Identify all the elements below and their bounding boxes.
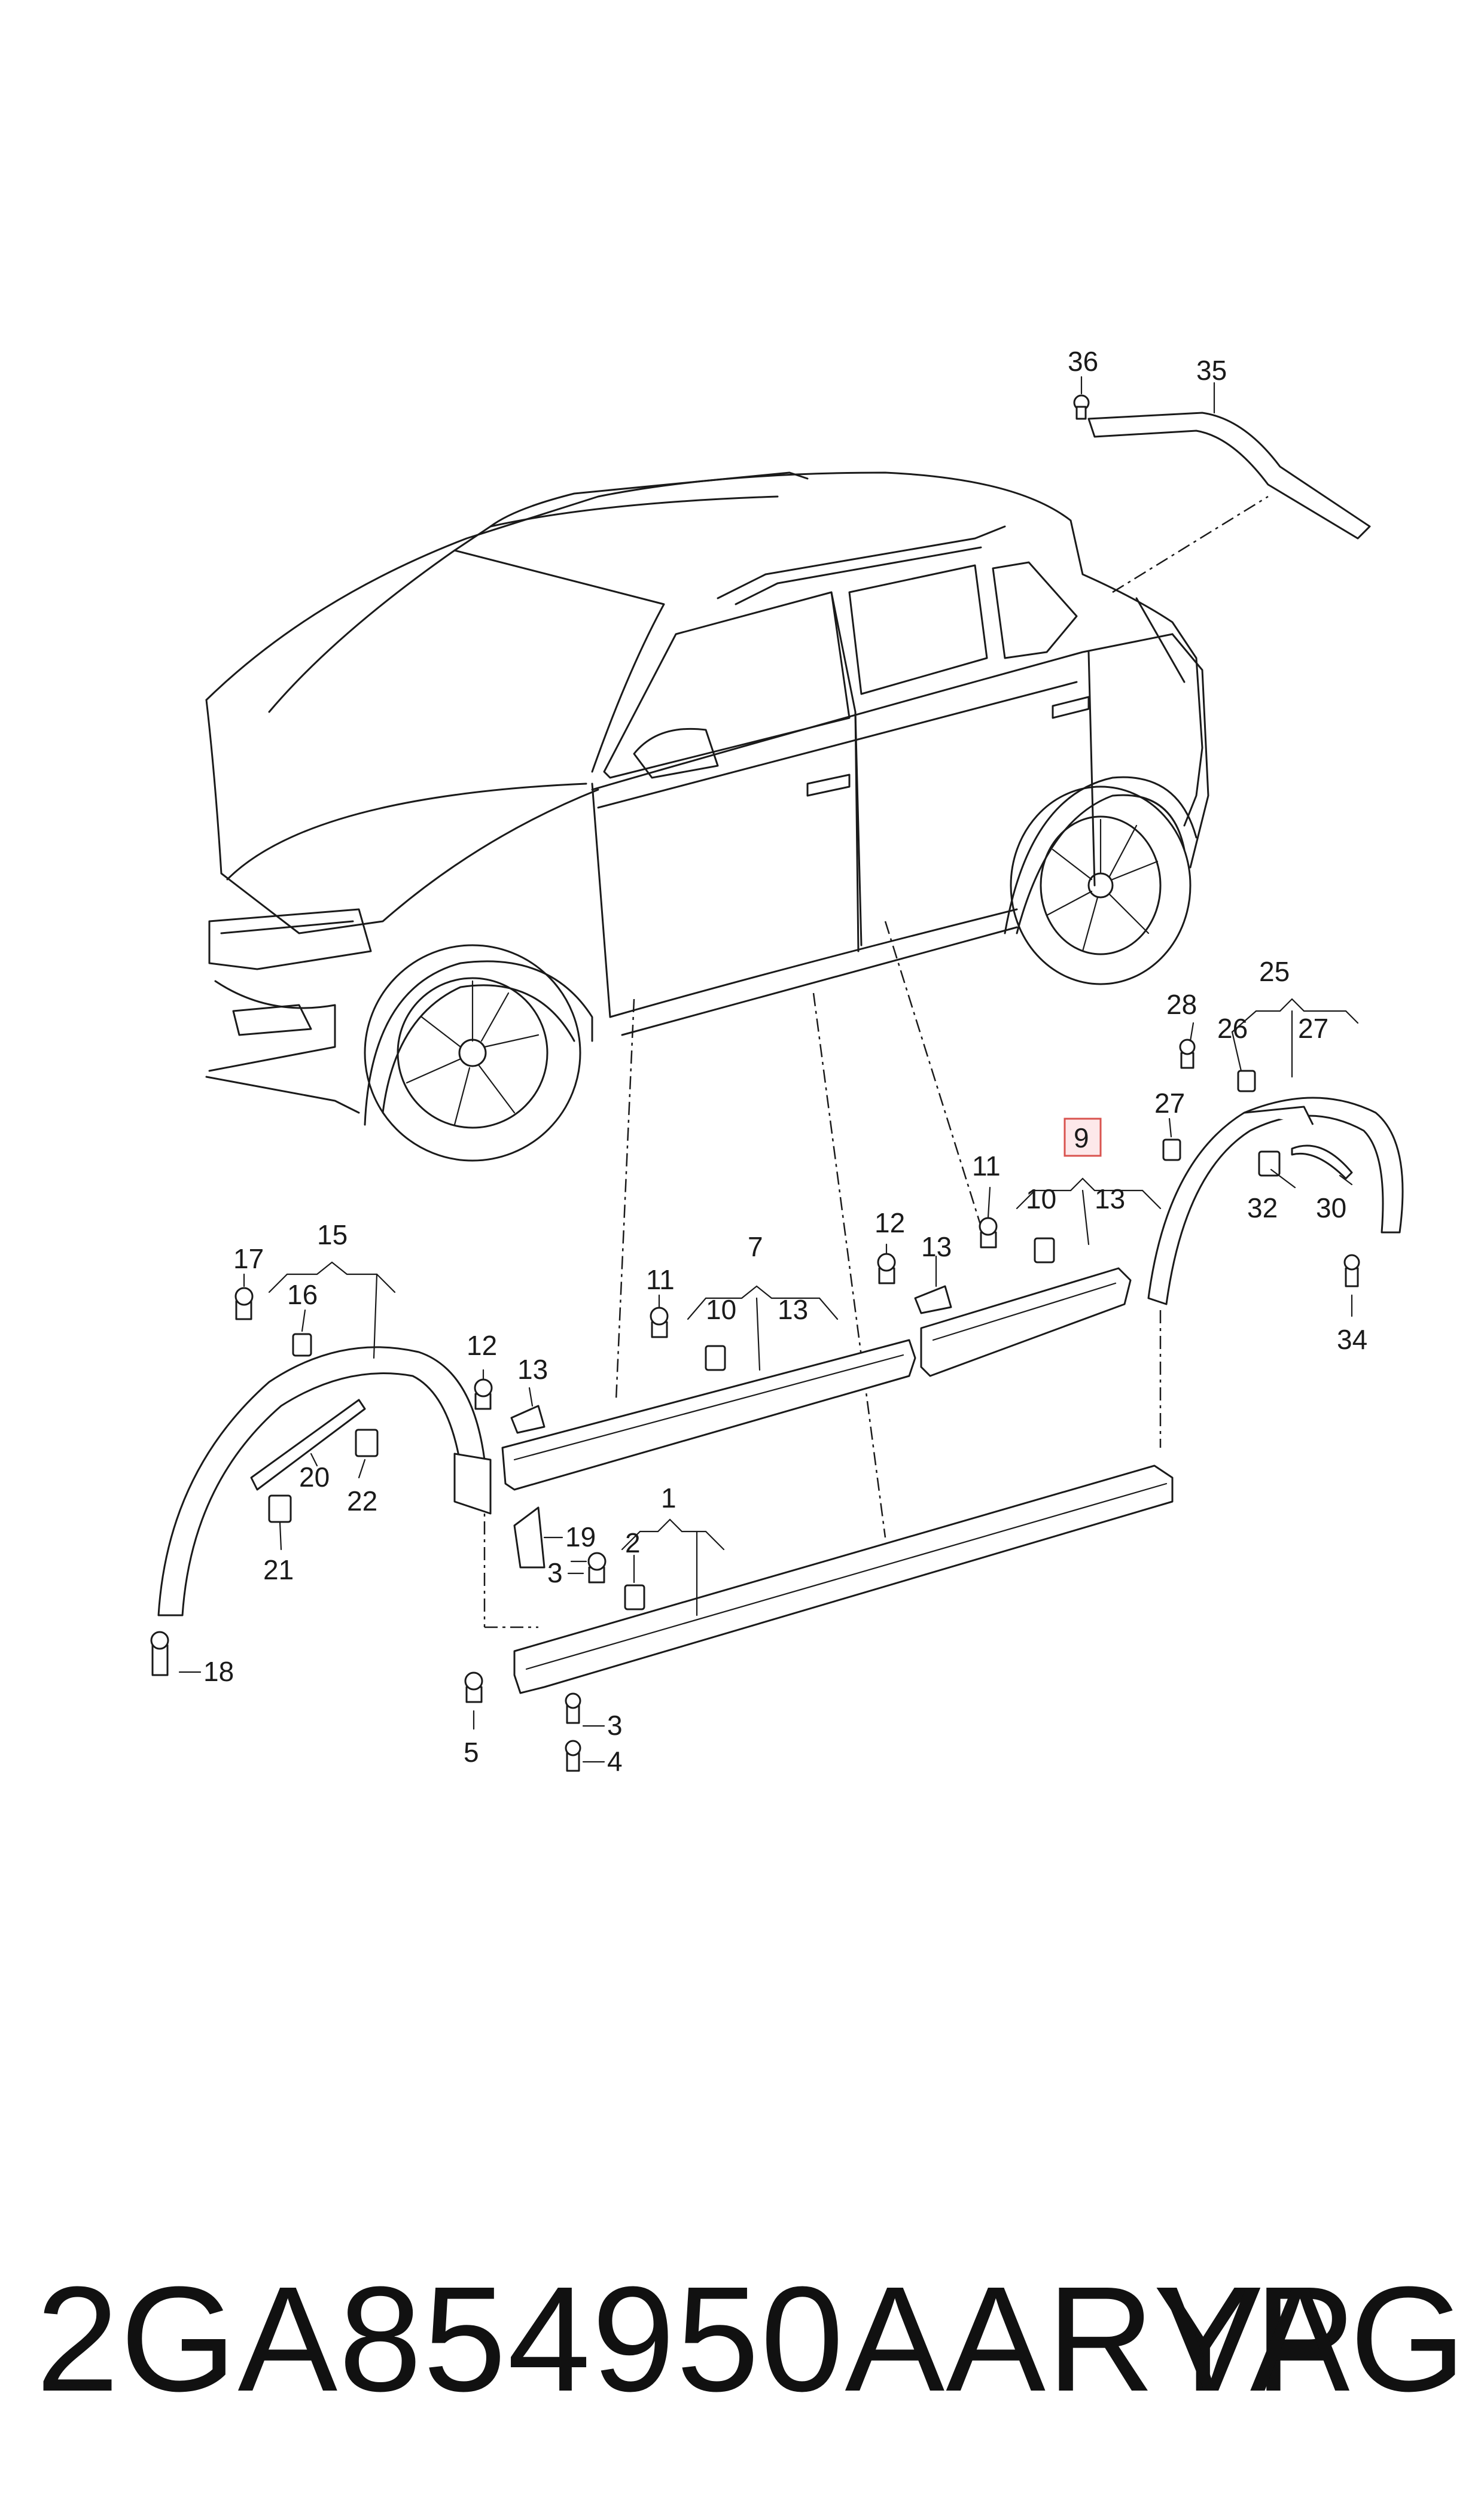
callout-17: 17 [233,1243,264,1274]
callout-2: 2 [625,1527,641,1558]
part-front-door-molding [474,1307,916,1491]
callout-27-top: 27 [1298,1013,1328,1044]
callout-10-left: 10 [706,1294,736,1325]
callout-30: 30 [1316,1192,1346,1223]
part-rear-arch-trim [1147,1039,1404,1305]
callout-11-right: 11 [972,1150,1001,1182]
part-trim-19 [513,1506,546,1569]
callout-16: 16 [287,1279,318,1310]
callout-18: 18 [203,1656,234,1687]
callout-28: 28 [1166,989,1197,1020]
assembly-leaders [483,495,1269,1628]
callout-22: 22 [347,1485,377,1517]
callout-12-right: 12 [874,1207,905,1238]
callout-7: 7 [748,1231,763,1262]
callout-labels: 36 35 25 28 26 27 27 32 30 34 9 11 10 13… [203,346,1367,1777]
callout-leaders [178,376,1359,1763]
callout-21: 21 [263,1554,294,1585]
callout-9-highlight [1064,1118,1102,1157]
footer: 2GA854950AARYP VAG [0,2249,1484,2453]
callout-11-left: 11 [646,1264,675,1295]
callout-15: 15 [317,1219,348,1250]
callout-5: 5 [464,1737,479,1768]
part-sill-panel [464,1464,1174,1772]
callout-27-left: 27 [1154,1088,1185,1119]
callout-3-upper: 3 [547,1557,563,1588]
callout-32: 32 [1247,1192,1278,1223]
part-roof-trim [1073,394,1371,540]
callout-9: 9 [1074,1122,1089,1153]
callout-13-right: 13 [1095,1183,1125,1214]
callout-20: 20 [299,1462,330,1493]
callout-10-right: 10 [1026,1183,1056,1214]
callout-34: 34 [1337,1324,1367,1355]
brand-label: VAG [1161,2255,1466,2422]
callout-4: 4 [607,1746,623,1777]
callout-19: 19 [565,1521,596,1552]
part-front-arch-trim [150,1287,492,1676]
callout-3-lower: 3 [607,1710,623,1741]
callout-25: 25 [1259,956,1290,987]
callout-13-left: 13 [778,1294,808,1325]
callout-35: 35 [1196,355,1227,386]
callout-26: 26 [1217,1013,1248,1044]
part-number: 2GA854950AARYP [36,2255,1355,2422]
callout-13-far: 13 [517,1354,548,1385]
callout-36: 36 [1068,346,1098,377]
callout-12-left: 12 [467,1330,497,1361]
part-rear-door-molding [877,1217,1132,1377]
callout-13-mid: 13 [921,1231,952,1262]
callout-1: 1 [661,1482,677,1514]
car-illustration [205,471,1209,1162]
